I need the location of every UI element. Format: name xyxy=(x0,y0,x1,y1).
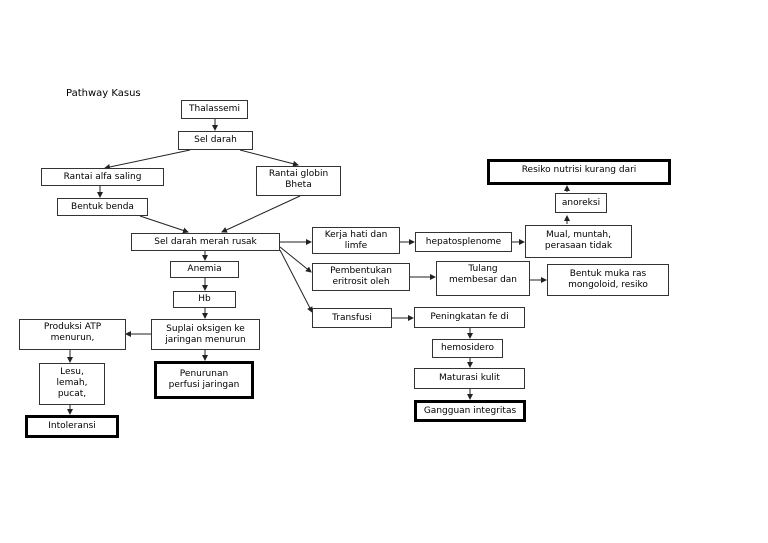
node-produksi-atp-label: Produksi ATP menurun, xyxy=(43,322,102,343)
node-peningkatan-fe-label: Peningkatan fe di xyxy=(430,312,509,322)
node-maturasi-kulit-label: Maturasi kulit xyxy=(439,373,500,383)
node-resiko-nutrisi-label: Resiko nutrisi kurang dari xyxy=(521,165,637,175)
node-suplai-oksigen-label: Suplai oksigen ke jaringan menurun xyxy=(165,323,246,345)
node-hemosidero-label: hemosidero xyxy=(441,343,494,353)
node-mual-label: Mual, muntah, perasaan tidak xyxy=(544,230,613,251)
node-anemia: Anemia xyxy=(170,261,239,278)
node-peningkatan-fe: Peningkatan fe di xyxy=(414,307,525,328)
node-rantai-alfa: Rantai alfa saling xyxy=(41,168,164,186)
node-sel-darah-label: Sel darah xyxy=(194,135,237,145)
node-produksi-atp: Produksi ATP menurun, xyxy=(19,319,126,350)
node-tulang: Tulang membesar dan xyxy=(436,261,530,296)
node-pembentukan-label: Pembentukan eritrosit oleh xyxy=(330,266,392,287)
node-intoleransi: Intoleransi xyxy=(25,415,119,438)
node-hepatosplenome-label: hepatosplenome xyxy=(425,236,502,247)
node-transfusi-label: Transfusi xyxy=(332,312,372,323)
node-intoleransi-label: Intoleransi xyxy=(48,421,96,431)
node-gangguan-integritas-label: Gangguan integritas xyxy=(423,405,517,416)
node-rantai-globin-label: Rantai globin Bheta xyxy=(268,169,329,190)
node-tulang-label: Tulang membesar dan xyxy=(448,264,518,285)
node-maturasi-kulit: Maturasi kulit xyxy=(414,368,525,389)
node-bentuk-benda-label: Bentuk benda xyxy=(71,201,134,212)
node-gangguan-integritas: Gangguan integritas xyxy=(414,400,526,422)
node-sel-darah: Sel darah xyxy=(178,131,253,150)
node-thalassemi-label: Thalassemi xyxy=(189,104,240,114)
node-pembentukan: Pembentukan eritrosit oleh xyxy=(312,263,410,291)
node-hemosidero: hemosidero xyxy=(432,339,503,358)
node-hb: Hb xyxy=(173,291,236,308)
node-kerja-hati-label: Kerja hati dan limfe xyxy=(324,230,388,251)
node-penurunan-perfusi-label: Penurunan perfusi jaringan xyxy=(168,369,240,390)
node-kerja-hati: Kerja hati dan limfe xyxy=(312,227,400,254)
node-sel-darah-merah-rusak: Sel darah merah rusak xyxy=(131,233,280,251)
node-anemia-label: Anemia xyxy=(187,264,222,274)
node-anoreksi: anoreksi xyxy=(555,193,607,213)
node-anoreksi-label: anoreksi xyxy=(561,197,601,208)
node-rantai-globin: Rantai globin Bheta xyxy=(256,166,341,196)
node-penurunan-perfusi: Penurunan perfusi jaringan xyxy=(154,361,254,399)
diagram-title: Pathway Kasus xyxy=(66,88,141,99)
node-hb-label: Hb xyxy=(198,294,211,304)
node-rantai-alfa-label: Rantai alfa saling xyxy=(63,171,142,182)
node-mual: Mual, muntah, perasaan tidak xyxy=(525,225,632,258)
node-sel-darah-merah-rusak-label: Sel darah merah rusak xyxy=(154,236,257,247)
node-bentuk-benda: Bentuk benda xyxy=(57,198,148,216)
node-resiko-nutrisi: Resiko nutrisi kurang dari xyxy=(487,159,671,185)
node-thalassemi: Thalassemi xyxy=(181,100,248,119)
node-lesu: Lesu, lemah, pucat, xyxy=(39,363,105,405)
node-bentuk-muka-label: Bentuk muka ras mongoloid, resiko xyxy=(568,269,648,290)
node-transfusi: Transfusi xyxy=(312,308,392,328)
node-hepatosplenome: hepatosplenome xyxy=(415,232,512,252)
node-suplai-oksigen: Suplai oksigen ke jaringan menurun xyxy=(151,319,260,350)
node-bentuk-muka: Bentuk muka ras mongoloid, resiko xyxy=(547,264,669,296)
node-lesu-label: Lesu, lemah, pucat, xyxy=(56,367,88,399)
